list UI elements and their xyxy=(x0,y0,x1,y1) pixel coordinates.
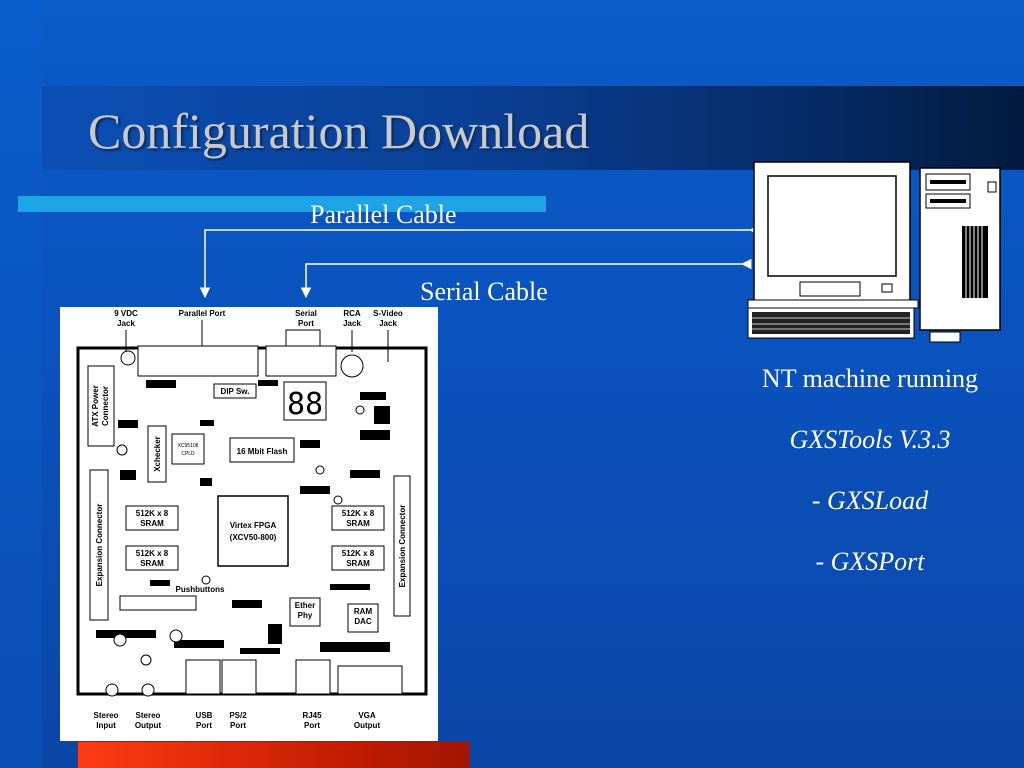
ether-label-2: Phy xyxy=(298,611,313,620)
xchecker-label: Xchecker xyxy=(153,436,162,472)
pushbuttons-row xyxy=(119,595,197,611)
flash-label: 16 Mbit Flash xyxy=(237,447,288,456)
slide-title: Configuration Download xyxy=(88,103,590,159)
title-rule xyxy=(18,196,546,212)
stereo-in-jack xyxy=(105,683,119,697)
sram-bl-2: SRAM xyxy=(140,559,164,568)
flash-chip xyxy=(229,437,295,463)
label-vga-1: VGA xyxy=(358,711,376,720)
cpld-label-2: CPLD xyxy=(181,451,195,457)
label-ps2-1: PS/2 xyxy=(229,711,247,720)
sram-bottom-right xyxy=(331,545,385,571)
cpld-label-1: XC95108 xyxy=(178,443,199,449)
label-usb-2: Port xyxy=(196,721,212,730)
right-expansion-label: Expansion Connector xyxy=(398,505,407,588)
label-serial-1: Serial xyxy=(295,309,317,318)
left-band xyxy=(0,0,42,768)
fpga-label-2: (XCV50-800) xyxy=(230,533,277,542)
left-expansion-connector xyxy=(89,469,109,621)
parallel-port-connector xyxy=(137,345,259,377)
parallel-cable-label: Parallel Cable xyxy=(310,200,457,229)
right-expansion-connector xyxy=(393,475,411,617)
computer-line-4-prefix: - xyxy=(815,547,831,576)
sram-tr-1: 512K x 8 xyxy=(342,509,375,518)
label-9vdc-1: 9 VDC xyxy=(114,309,138,318)
ramdac-label-2: DAC xyxy=(354,617,372,626)
title-band xyxy=(42,86,1024,170)
sram-bl-1: 512K x 8 xyxy=(136,549,169,558)
sram-br-2: SRAM xyxy=(346,559,370,568)
label-stereo-out-1: Stereo xyxy=(136,711,161,720)
usb-connector xyxy=(185,659,221,695)
sram-top-right xyxy=(331,505,385,531)
stereo-out-jack xyxy=(141,683,155,697)
label-stereo-in-1: Stereo xyxy=(94,711,119,720)
computer-line-1: NT machine running xyxy=(761,364,979,393)
computer-line-3-prefix: - xyxy=(811,486,828,515)
ramdac-label-1: RAM xyxy=(354,607,373,616)
computer-line-3: - GXSLoad xyxy=(710,482,1024,543)
cpld-chip xyxy=(171,433,205,465)
ps2-connector xyxy=(221,659,257,695)
label-parallel-port: Parallel Port xyxy=(179,309,226,318)
seven-seg-display xyxy=(283,381,327,421)
computer-line-4-text: GXSPort xyxy=(830,547,925,576)
sram-top-left xyxy=(125,505,179,531)
label-ps2-2: Port xyxy=(230,721,246,730)
computer-line-2: GXSTools V.3.3 xyxy=(789,425,951,454)
seven-seg-digits: 88 xyxy=(287,387,323,422)
serial-port-connector xyxy=(265,345,337,377)
keyboard-icon xyxy=(747,307,915,339)
sram-tl-1: 512K x 8 xyxy=(136,509,169,518)
sram-tl-2: SRAM xyxy=(140,519,164,528)
computer-line-3-text: GXSLoad xyxy=(827,486,929,515)
label-rca-1: RCA xyxy=(343,309,361,318)
label-svideo-1: S-Video xyxy=(373,309,403,318)
computer-description: NT machine running GXSTools V.3.3 - GXSL… xyxy=(710,360,1024,604)
atx-label-1: ATX Power xyxy=(91,385,100,427)
sram-br-1: 512K x 8 xyxy=(342,549,375,558)
label-stereo-out-2: Output xyxy=(135,721,162,730)
fpga-chip xyxy=(217,495,289,567)
fpga-label-1: Virtex FPGA xyxy=(230,521,277,530)
pushbuttons-label: Pushbuttons xyxy=(176,585,225,594)
xchecker-header xyxy=(147,425,167,483)
ether-phy-chip xyxy=(289,597,321,627)
atx-connector xyxy=(87,365,115,447)
ether-label-1: Ether xyxy=(295,601,315,610)
vga-connector xyxy=(337,665,403,695)
rca-jack xyxy=(340,354,364,378)
label-serial-2: Port xyxy=(298,319,314,328)
vdc-jack xyxy=(120,350,136,366)
monitor-icon xyxy=(747,161,919,309)
sram-tr-2: SRAM xyxy=(346,519,370,528)
label-9vdc-2: Jack xyxy=(117,319,135,328)
label-rca-2: Jack xyxy=(343,319,361,328)
label-usb-1: USB xyxy=(196,711,213,720)
sram-bottom-left xyxy=(125,545,179,571)
serial-cable-line xyxy=(300,258,752,299)
tower-icon xyxy=(919,167,1001,343)
label-vga-2: Output xyxy=(354,721,381,730)
label-stereo-in-2: Input xyxy=(96,721,116,730)
dip-label: DIP Sw. xyxy=(221,387,250,396)
parallel-cable-line xyxy=(199,224,760,299)
atx-label-2: Connector xyxy=(101,386,110,426)
computer-line-4: - GXSPort xyxy=(710,543,1024,604)
label-rj45-1: RJ45 xyxy=(302,711,322,720)
label-svideo-2: Jack xyxy=(379,319,397,328)
bottom-rule xyxy=(78,742,470,768)
rj45-connector xyxy=(295,659,331,695)
left-expansion-label: Expansion Connector xyxy=(95,504,104,587)
label-rj45-2: Port xyxy=(304,721,320,730)
ramdac-chip xyxy=(347,603,379,633)
dip-switch xyxy=(213,383,257,399)
